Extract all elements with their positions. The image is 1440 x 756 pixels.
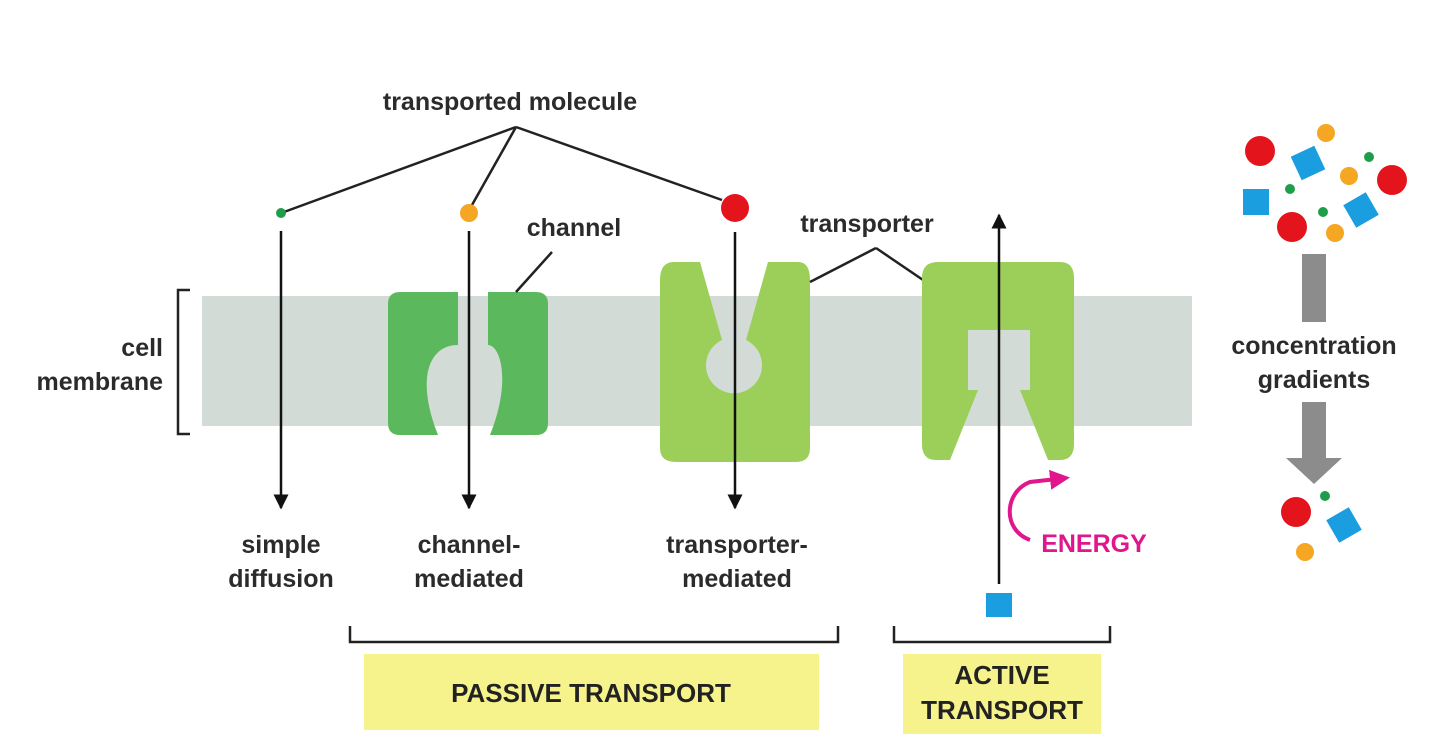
cell-membrane-label-line2: membrane	[37, 368, 164, 396]
active-transport-box	[903, 654, 1101, 734]
concentration-gradients-label-line1: concentration	[1231, 332, 1396, 360]
channel-mediated-label-line1: channel-	[418, 531, 521, 559]
transported-molecule-pointer-lines	[283, 125, 723, 214]
channel-pointer-line	[515, 251, 553, 293]
active-transporter-protein	[922, 262, 1074, 460]
high-concentration-cluster	[1243, 124, 1407, 242]
passive-transport-bracket	[348, 626, 840, 644]
simple-diffusion-label-line2: diffusion	[228, 565, 334, 593]
active-transport-bracket	[892, 626, 1112, 644]
cell-membrane-bracket	[176, 288, 190, 436]
simple-diffusion-label-line1: simple	[241, 531, 320, 559]
transporter-mediated-label-line2: mediated	[682, 565, 792, 593]
low-concentration-cluster	[1281, 491, 1362, 561]
transported-molecule-label: transported molecule	[383, 88, 637, 116]
channel-protein	[388, 292, 548, 435]
channel-molecule-icon	[460, 204, 478, 222]
channel-label: channel	[527, 214, 621, 242]
energy-label: ENERGY	[1041, 530, 1147, 558]
transporter-mediated-label-line1: transporter-	[666, 531, 808, 559]
cell-membrane-label-line1: cell	[121, 334, 163, 362]
simple-diffusion-molecule-icon	[276, 208, 286, 218]
energy-arrow	[1007, 469, 1070, 542]
gradient-arrow-top-shaft	[1302, 254, 1326, 322]
passive-transport-box	[364, 654, 819, 730]
transporter-pointer-lines	[809, 246, 927, 284]
transporter-label: transporter	[800, 210, 934, 238]
active-transport-label-line2: TRANSPORT	[921, 695, 1083, 725]
active-molecule-icon	[986, 593, 1012, 617]
passive-transport-label: PASSIVE TRANSPORT	[451, 678, 731, 708]
passive-transporter-protein	[660, 262, 810, 462]
concentration-gradients-label-line2: gradients	[1258, 366, 1371, 394]
gradient-arrow-bottom	[1286, 402, 1342, 484]
channel-mediated-label-line2: mediated	[414, 565, 524, 593]
transporter-molecule-icon	[721, 194, 749, 222]
active-transport-label-line1: ACTIVE	[954, 660, 1049, 690]
